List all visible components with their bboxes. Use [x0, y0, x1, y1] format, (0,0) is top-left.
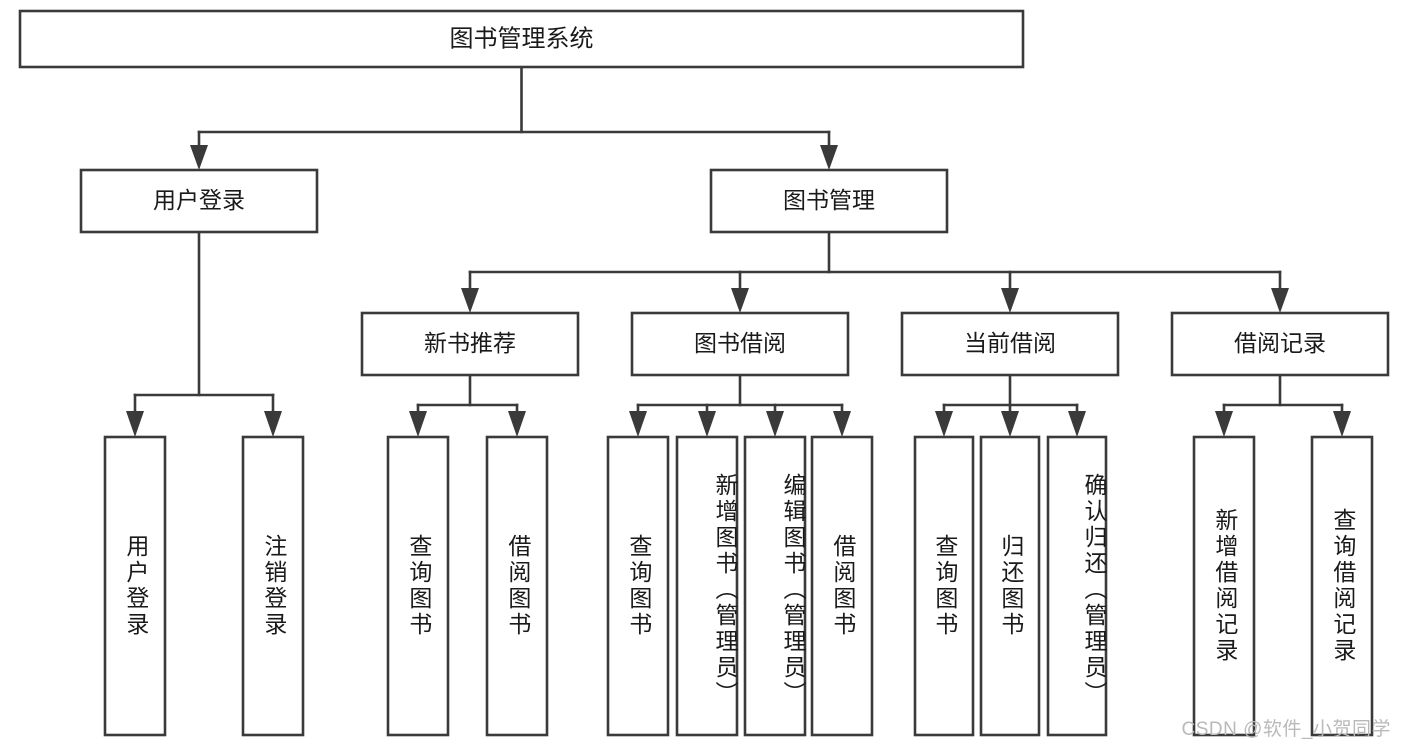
node-new-book-rec[interactable]: 新书推荐 — [360, 311, 580, 377]
leaf-box-borrow-book-rec[interactable] — [485, 435, 549, 737]
node-user-login[interactable]: 用户登录 — [79, 168, 319, 234]
leaf-box-borrow-book[interactable] — [810, 435, 874, 737]
leaf-box-add-record[interactable] — [1192, 435, 1256, 737]
node-current-borrow-label: 当前借阅 — [964, 330, 1056, 356]
arrow-head-icon — [1333, 411, 1351, 437]
arrow-head-icon — [461, 288, 479, 313]
node-root-label: 图书管理系统 — [450, 25, 594, 52]
leaf-box-add-book[interactable] — [675, 435, 739, 737]
leaf-box-edit-book[interactable] — [743, 435, 807, 737]
leaf-box-return-book[interactable] — [979, 435, 1041, 737]
leaf-box-user-login[interactable] — [103, 435, 167, 737]
arrow-head-icon — [833, 411, 851, 437]
leaf-box-confirm-return[interactable] — [1046, 435, 1108, 737]
arrow-head-icon — [1001, 411, 1019, 437]
arrow-head-icon — [508, 411, 526, 437]
node-user-login-label: 用户登录 — [153, 187, 245, 213]
arrow-head-icon — [1215, 411, 1233, 437]
leaf-box-query-book-current[interactable] — [913, 435, 975, 737]
arrow-head-icon — [766, 411, 784, 437]
connector-bookborrow-to-leaves — [629, 373, 851, 437]
node-root[interactable]: 图书管理系统 — [18, 9, 1025, 69]
arrow-head-icon — [629, 411, 647, 437]
arrow-head-icon — [935, 411, 953, 437]
node-book-borrow-label: 图书借阅 — [694, 330, 786, 356]
connector-userlogin-to-leaves — [126, 230, 282, 437]
arrow-head-icon — [264, 411, 282, 437]
arrow-head-icon — [409, 411, 427, 437]
node-book-manage[interactable]: 图书管理 — [709, 168, 949, 234]
leaf-boxes — [103, 435, 1374, 737]
connector-newbookrec-to-leaves — [409, 373, 526, 437]
connector-root-to-level2 — [190, 65, 838, 170]
node-new-book-rec-label: 新书推荐 — [424, 330, 516, 356]
arrow-head-icon — [731, 288, 749, 313]
node-book-manage-label: 图书管理 — [783, 187, 875, 213]
node-book-borrow[interactable]: 图书借阅 — [630, 311, 850, 377]
leaf-box-logout[interactable] — [241, 435, 305, 737]
arrow-head-icon — [1068, 411, 1086, 437]
arrow-head-icon — [1271, 288, 1289, 313]
connector-bookmanage-to-level3 — [461, 230, 1289, 313]
connector-borrowrecord-to-leaves — [1215, 373, 1351, 437]
leaf-box-query-record[interactable] — [1310, 435, 1374, 737]
node-current-borrow[interactable]: 当前借阅 — [900, 311, 1120, 377]
arrow-head-icon — [1001, 288, 1019, 313]
connector-currentborrow-to-leaves — [935, 373, 1086, 437]
arrow-head-icon — [190, 145, 208, 170]
arrow-head-icon — [126, 411, 144, 437]
node-borrow-record[interactable]: 借阅记录 — [1170, 311, 1390, 377]
arrow-head-icon — [820, 145, 838, 170]
arrow-head-icon — [698, 411, 716, 437]
node-borrow-record-label: 借阅记录 — [1234, 330, 1326, 356]
leaf-box-query-book-borrow[interactable] — [606, 435, 670, 737]
leaf-box-query-book-rec[interactable] — [386, 435, 450, 737]
